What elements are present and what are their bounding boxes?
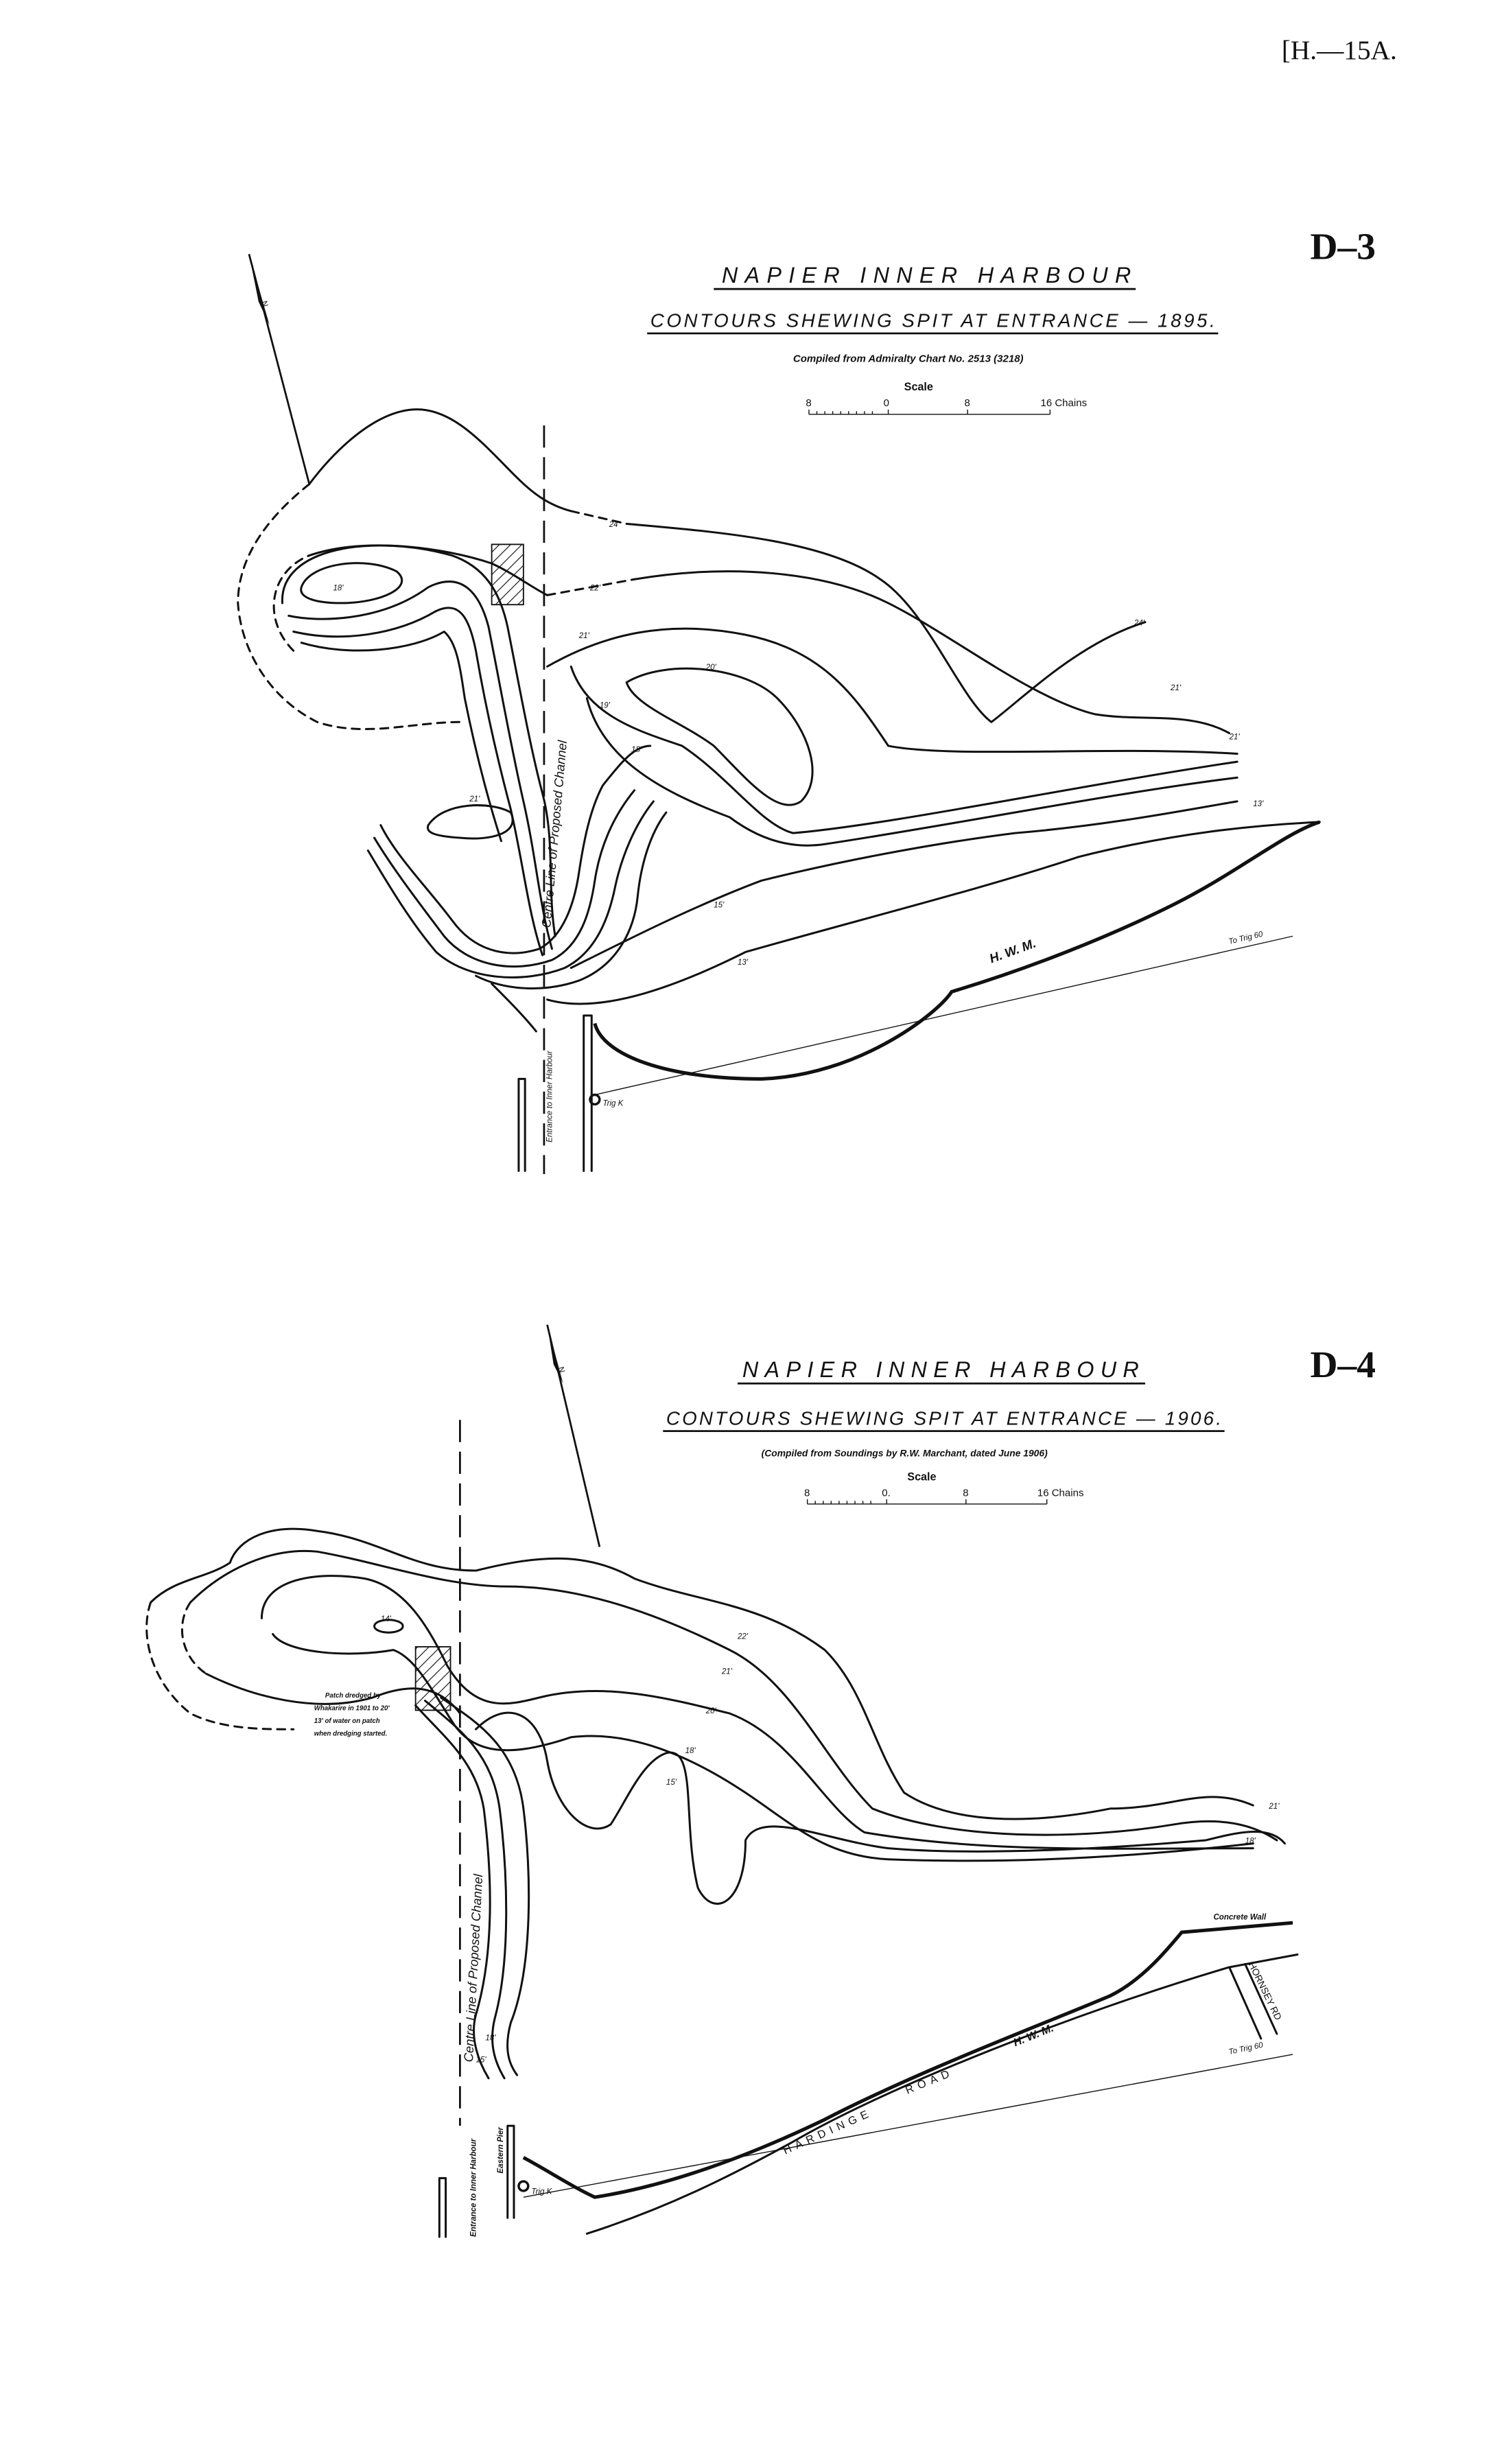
entrance-label: Entrance to Inner Harbour: [545, 1050, 554, 1142]
svg-text:N: N: [556, 1366, 566, 1374]
svg-text:Whakarire in 1901 to 20': Whakarire in 1901 to 20': [314, 1704, 390, 1712]
svg-text:15': 15': [666, 1779, 677, 1787]
map-title: NAPIER INNER HARBOUR: [722, 263, 1131, 288]
svg-text:18': 18': [631, 746, 642, 754]
pier: [583, 1014, 593, 1173]
plate-label: D–4: [1310, 1344, 1376, 1386]
contours-1906: [145, 1527, 1286, 2080]
hwm-label: H. W. M.: [987, 936, 1037, 966]
map-source: (Compiled from Soundings by R.W. Marchan…: [762, 1448, 1048, 1459]
map-title: NAPIER INNER HARBOUR: [742, 1357, 1139, 1382]
svg-text:21': 21': [721, 1667, 733, 1676]
trig-label: Trig K: [531, 2188, 552, 2196]
svg-text:22': 22': [589, 584, 601, 592]
svg-text:Patch dredged by: Patch dredged by: [325, 1692, 381, 1700]
contour-labels: 22' 21' 20' 18' 15' 14' 15' 18' 21' 18': [381, 1615, 1280, 2065]
hornsey-road: [1228, 1962, 1278, 2040]
scale-tick: 8: [806, 397, 811, 409]
svg-text:18': 18': [485, 2034, 496, 2042]
scale-tick: 8: [963, 1487, 968, 1499]
plate-label: D–3: [1310, 226, 1376, 268]
trig-line: [523, 2054, 1293, 2198]
svg-text:14': 14': [381, 1615, 392, 1623]
concrete-wall-shore: [522, 1921, 1293, 2199]
pier: [517, 1077, 526, 1173]
scale-label: Scale: [904, 381, 933, 393]
scale-bar: Scale 8 0 8 16 Chains: [806, 381, 1087, 415]
road-edge: [585, 1953, 1299, 2235]
trig-label: Trig K: [602, 1100, 624, 1108]
trig-line: [594, 935, 1293, 1096]
svg-text:18': 18': [685, 1747, 696, 1755]
patch-note: Patch dredged by Whakarire in 1901 to 20…: [314, 1692, 390, 1737]
svg-text:24': 24': [1134, 619, 1145, 627]
svg-text:N: N: [260, 300, 270, 307]
pier: [506, 2124, 515, 2219]
dredged-patch: [414, 1646, 451, 1711]
svg-text:15': 15': [476, 2056, 487, 2065]
svg-text:21': 21': [578, 632, 590, 640]
svg-text:22': 22': [737, 1632, 749, 1641]
north-arrow-icon: N: [546, 1324, 601, 1547]
svg-text:21': 21': [1268, 1803, 1280, 1811]
dredged-patch: [491, 543, 524, 606]
scale-tick: 8: [804, 1487, 810, 1499]
map-subtitle: CONTOURS SHEWING SPIT AT ENTRANCE — 1906…: [666, 1407, 1221, 1429]
svg-text:when dredging started.: when dredging started.: [314, 1730, 388, 1737]
map-source: Compiled from Admiralty Chart No. 2513 (…: [793, 353, 1024, 365]
svg-text:18': 18': [333, 584, 344, 592]
scale-tick: 0: [884, 397, 889, 409]
trig-station-icon: [517, 2180, 530, 2192]
high-water-mark: [593, 820, 1321, 1081]
svg-text:13': 13': [738, 959, 749, 967]
page-header: [H.—15A.: [1282, 36, 1397, 65]
north-arrow-icon: N: [248, 253, 311, 484]
svg-text:13' of water on patch: 13' of water on patch: [314, 1717, 380, 1725]
pier: [438, 2176, 447, 2238]
to-trig-label: To Trig 60: [1228, 2041, 1265, 2056]
svg-text:21': 21': [1170, 684, 1182, 692]
map-d3: D–3 NAPIER INNER HARBOUR CONTOURS SHEWIN…: [237, 226, 1376, 1175]
svg-text:15': 15': [714, 902, 725, 910]
pier-label: Eastern Pier: [497, 2126, 505, 2174]
svg-text:13': 13': [1253, 800, 1264, 808]
svg-text:18': 18': [1245, 1838, 1256, 1846]
scale-tick: 16 Chains: [1040, 397, 1087, 409]
centre-line-label: Centre Line of Proposed Channel: [539, 739, 570, 928]
map-d4: D–4 NAPIER INNER HARBOUR CONTOURS SHEWIN…: [145, 1324, 1376, 2238]
scale-tick: 8: [965, 397, 970, 409]
trig-station-icon: [589, 1093, 601, 1106]
svg-text:20': 20': [705, 1707, 717, 1715]
svg-text:24': 24': [609, 521, 620, 529]
contours-1895: [237, 408, 1321, 1033]
map-subtitle: CONTOURS SHEWING SPIT AT ENTRANCE — 1895…: [650, 310, 1215, 331]
entrance-label: Entrance to Inner Harbour: [470, 2137, 478, 2237]
svg-text:21': 21': [1229, 734, 1241, 742]
scale-bar: Scale 8 0. 8 16 Chains: [804, 1470, 1084, 1505]
scale-tick: 0.: [882, 1487, 891, 1499]
scale-tick: 16 Chains: [1037, 1487, 1084, 1499]
concrete-wall-label: Concrete Wall: [1213, 1914, 1267, 1922]
svg-text:19': 19': [600, 701, 611, 709]
hornsey-road-label: HORNSEY RD: [1247, 1960, 1284, 2022]
contour-labels: 24' 22' 21' 18' 20' 19' 18' 21' 15' 13' …: [333, 521, 1264, 967]
svg-text:20': 20': [705, 664, 717, 672]
scale-label: Scale: [907, 1470, 936, 1483]
svg-text:21': 21': [469, 795, 480, 803]
